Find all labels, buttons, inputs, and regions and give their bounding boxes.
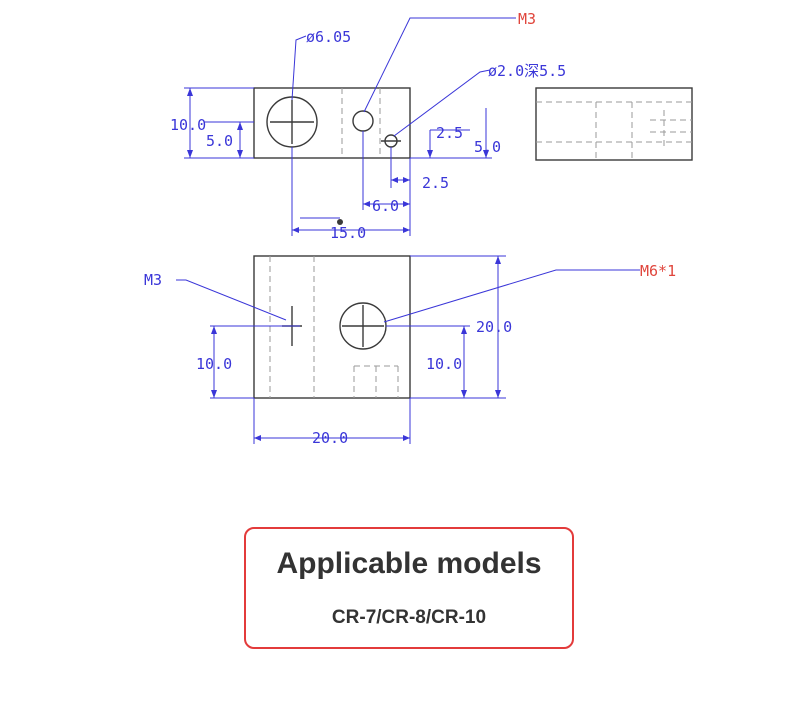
label-dim-2-5-upper: 2.5 (436, 124, 463, 142)
front-view-dimensions (210, 255, 506, 444)
label-hole-6-05: ø6.05 (306, 28, 351, 46)
arrow (237, 150, 243, 158)
front-view-outline (253, 255, 411, 399)
arrow (495, 256, 501, 264)
arrow (211, 390, 217, 398)
top-view (253, 87, 411, 159)
leader-6-05 (291, 35, 307, 101)
label-dim-20-0-right: 20.0 (476, 318, 512, 336)
arrow (461, 390, 467, 398)
arrow (495, 390, 501, 398)
label-m3-top: M3 (518, 10, 536, 28)
top-view-outline (253, 87, 411, 159)
label-m6: M6*1 (640, 262, 676, 280)
label-dim-10-0-br: 10.0 (426, 355, 462, 373)
front-view (253, 255, 411, 399)
label-hole-2-0: ø2.0深5.5 (488, 62, 566, 80)
arrow (237, 122, 243, 130)
arrow (292, 227, 299, 233)
label-dim-10-0-left: 10.0 (170, 116, 206, 134)
applicable-models-box: Applicable models CR-7/CR-8/CR-10 (244, 527, 574, 649)
arrow (187, 88, 193, 96)
arrow (254, 435, 261, 441)
arrow (187, 150, 193, 158)
arrow (403, 177, 410, 183)
leader-m3 (363, 17, 516, 113)
label-dim-6-0: 6.0 (372, 197, 399, 215)
side-view-outline (535, 87, 693, 161)
arrow (483, 150, 489, 158)
arrow (403, 435, 410, 441)
front-view-leaders (176, 269, 640, 323)
hole-m3 (352, 110, 374, 132)
label-dim-10-0-bl: 10.0 (196, 355, 232, 373)
label-m3-bottom: M3 (144, 271, 162, 289)
arrow (211, 326, 217, 334)
arrow (403, 201, 410, 207)
leader-m3-bottom (176, 279, 287, 321)
arrow (363, 201, 370, 207)
label-dim-2-5-lower: 2.5 (422, 174, 449, 192)
applicable-models-list: CR-7/CR-8/CR-10 (331, 607, 487, 628)
top-view-leaders (291, 17, 516, 137)
arrow (403, 227, 410, 233)
leader-m6 (383, 269, 640, 323)
applicable-models-title: Applicable models (276, 547, 542, 580)
leader-2-0 (393, 69, 491, 137)
technical-drawing: M3 ø6.05 ø2.0深5.5 10.0 5.0 2.5 5.0 2.5 6… (144, 10, 693, 447)
label-dim-20-0-bottom: 20.0 (312, 429, 348, 447)
label-dim-5-0-left: 5.0 (206, 132, 233, 150)
marker-dot (337, 219, 343, 225)
arrow (427, 150, 433, 158)
label-dim-15-0: 15.0 (330, 224, 366, 242)
label-dim-5-0-right: 5.0 (474, 138, 501, 156)
top-view-dimensions (184, 87, 492, 236)
arrow (461, 326, 467, 334)
arrow (391, 177, 398, 183)
side-view (535, 87, 693, 161)
